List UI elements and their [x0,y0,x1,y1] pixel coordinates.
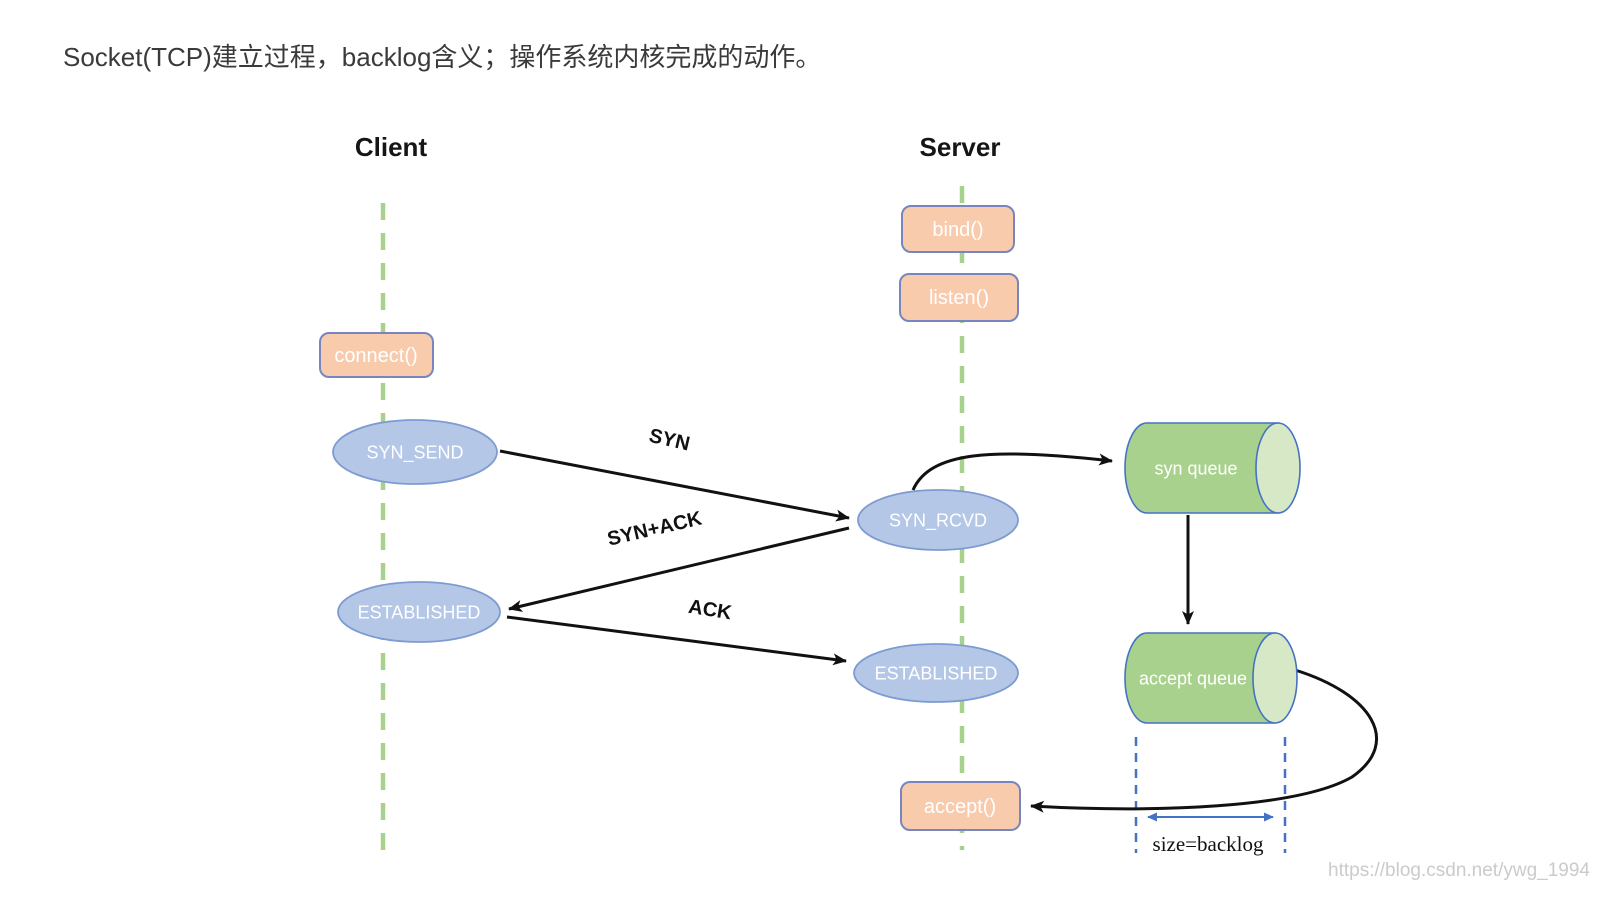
listen-box [899,273,1019,322]
server-established-ellipse [853,643,1019,703]
accept-queue-label: accept queue [1139,668,1247,688]
accept-box [900,781,1021,831]
syn-rcvd-ellipse [857,489,1019,551]
listen-label: listen() [929,287,989,309]
bind-label: bind() [932,219,983,241]
syn-send-label: SYN_SEND [366,442,463,463]
syn-queue-label: syn queue [1154,458,1237,478]
backlog-size-label: size=backlog [1153,832,1264,856]
watermark: https://blog.csdn.net/ywg_1994 [1328,860,1590,881]
accept-queue-cap [1252,632,1298,724]
accept-label: accept() [924,796,996,818]
connect-label: connect() [334,345,417,367]
syn-arrow [499,449,850,522]
syn-queue-body [1124,422,1279,514]
syn-message-label: SYN [647,425,692,456]
ack-message-label: ACK [687,596,734,625]
ack-arrow [506,615,847,666]
syn-send-ellipse [332,419,498,485]
server-header: Server [920,132,1001,162]
syn-ack-message-label: SYN+ACK [605,507,704,550]
accept-queue-to-accept-arrow [1030,668,1379,813]
connect-box [319,332,434,378]
syn-rcvd-label: SYN_RCVD [889,510,987,531]
client-header: Client [355,132,428,162]
syn-queue-cylinder: syn queue [1124,422,1301,514]
syn-queue-cap [1255,422,1301,514]
client-established-label: ESTABLISHED [358,602,481,622]
syn-rcvd-to-syn-queue-arrow [911,452,1113,491]
syn-ack-arrow [508,526,850,612]
client-established-ellipse [337,581,501,643]
accept-queue-cylinder: accept queue [1124,632,1298,724]
page-title: Socket(TCP)建立过程，backlog含义；操作系统内核完成的动作。 [63,42,821,72]
bind-box [901,205,1015,253]
server-established-label: ESTABLISHED [875,663,998,683]
accept-queue-body [1124,632,1276,724]
